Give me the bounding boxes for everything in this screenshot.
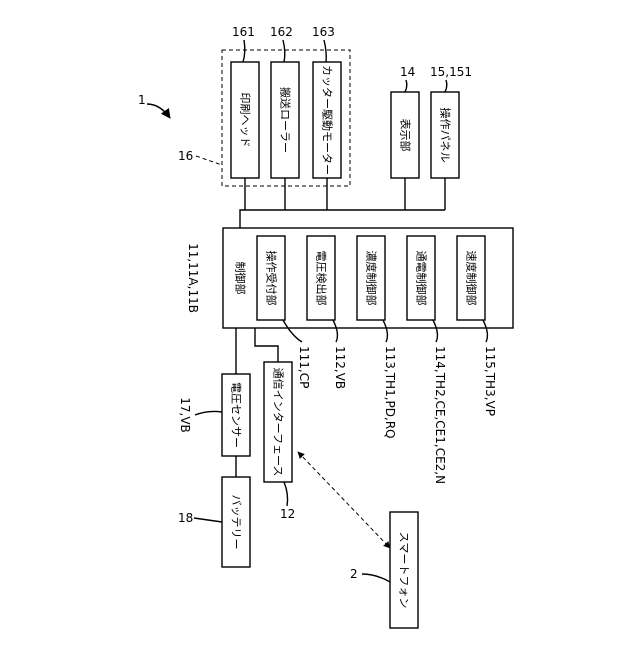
smartphone-leader	[362, 574, 390, 582]
controller-subunit-label: 速度制御部	[465, 251, 479, 306]
comm-interface-leader	[284, 482, 288, 506]
feed-roller-leader	[283, 40, 285, 62]
upper-bus-drops	[245, 178, 445, 210]
subunit-ref: 115,TH3,VP	[483, 346, 497, 416]
battery-leader	[194, 518, 222, 522]
battery-label: バッテリー	[230, 495, 243, 550]
controller-ref: 11,11A,11B	[186, 243, 200, 313]
comm-interface-label: 通信インターフェース	[272, 368, 285, 477]
voltage-sensor-leader	[195, 411, 222, 415]
controller-label: 制御部	[234, 262, 248, 295]
voltage-sensor-label: 電圧センサー	[230, 382, 243, 448]
controller-comm-link	[255, 328, 278, 362]
print-head-ref: 161	[232, 25, 255, 39]
print-head-leader	[243, 40, 245, 62]
feed-roller-ref: 162	[270, 25, 293, 39]
smartphone-label: スマートフォン	[398, 532, 411, 609]
feed-roller-label: 搬送ローラー	[279, 87, 293, 153]
display-ref: 14	[400, 65, 415, 79]
display-leader	[405, 80, 407, 92]
actuator-group-ref: 16	[178, 149, 193, 163]
display-label: 表示部	[399, 119, 413, 152]
subunit-ref: 112,VB	[333, 346, 347, 389]
actuator-group-leader	[196, 156, 222, 165]
controller-subunit-label: 濃度制御部	[365, 251, 379, 306]
smartphone-ref: 2	[350, 567, 358, 581]
cutter-motor-ref: 163	[312, 25, 335, 39]
system-ref: 1	[138, 93, 146, 107]
controller-subunit-label: 通電制御部	[415, 251, 429, 306]
cutter-motor-leader	[324, 40, 326, 62]
system-ref-arrow	[147, 104, 170, 118]
upper-bus	[240, 210, 445, 228]
battery-ref: 18	[178, 511, 193, 525]
subunit-ref: 114,TH2,CE,CE1,CE2,N	[433, 346, 447, 484]
controller-subunit-label: 操作受付部	[265, 251, 279, 306]
cutter-motor-label: カッター駆動モーター	[321, 65, 335, 175]
comm-interface-ref: 12	[280, 507, 295, 521]
wireless-link-arrow	[298, 452, 390, 548]
operation-panel-label: 操作パネル	[439, 108, 453, 163]
controller-subunit-label: 電圧検出部	[315, 251, 329, 306]
operation-panel-leader	[445, 80, 447, 92]
print-head-label: 印刷ヘッド	[239, 93, 252, 148]
voltage-sensor-ref: 17,VB	[178, 397, 192, 433]
subunit-ref: 111,CP	[297, 346, 311, 388]
operation-panel-ref: 15,151	[430, 65, 472, 79]
subunit-ref: 113,TH1,PD,RQ	[383, 346, 397, 439]
